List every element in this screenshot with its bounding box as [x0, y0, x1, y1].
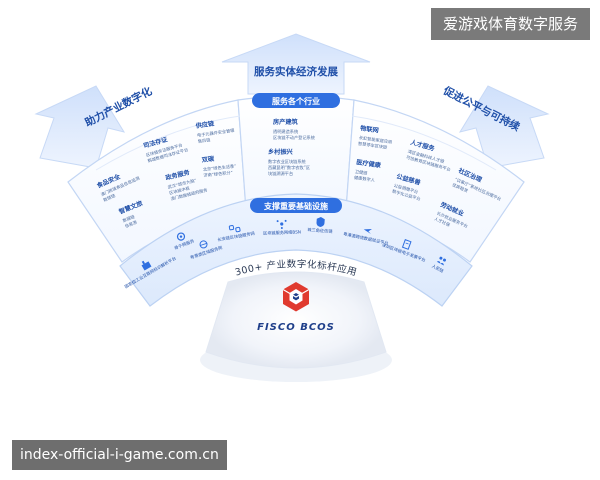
industry-wisdom-line-2: 信易游 [124, 218, 139, 230]
chain-icon [228, 224, 241, 233]
industry-medical-line-2: 健康数字人 [354, 174, 377, 184]
industry-item-estate: 房产建筑 透明建造系统 区块链不动产登记系统 [272, 118, 315, 141]
industry-carbon-line-2: 济南“绿色积分” [203, 169, 233, 179]
infra-label-4: 区块链服务网络BSN [263, 228, 301, 236]
infra-title-pill [250, 198, 342, 213]
arrow-center-label: 服务实体经济发展 [254, 65, 338, 78]
infra-item-4: 区块链服务网络BSN [263, 219, 301, 237]
globe-icon [199, 240, 208, 249]
industry-carbon-title: 双碳 [200, 155, 215, 164]
fisco-cube-icon [282, 282, 310, 312]
industry-sector: 服务各个行业 [67, 93, 525, 263]
industry-iot-line-1: 长虹智能家居应用 [358, 134, 392, 146]
industry-item-medical: 医疗健康 卫健链 健康数字人 [354, 158, 383, 184]
factory-icon [141, 260, 152, 271]
arrow-center: 服务实体经济发展 [221, 33, 371, 95]
industry-rural-title: 乡村振兴 [268, 148, 294, 156]
industry-rural-line-2: 西藏昆明“数字农牧”区 [268, 164, 310, 171]
plane-icon [363, 229, 372, 234]
industry-iot-line-2: 智慧停车区块链 [358, 140, 389, 151]
industry-iot-title: 物联网 [360, 124, 379, 135]
people-icon [436, 256, 446, 266]
shield-icon [316, 217, 325, 228]
industry-item-carbon: 双碳 北京“绿色生活季” 济南“绿色积分” [200, 155, 236, 179]
industry-rural-line-3: 块链溯源平台 [268, 170, 293, 177]
industry-supply-title: 供应链 [194, 119, 215, 130]
watermark-top-right: 爱游戏体育数字服务 [430, 8, 590, 40]
infra-item-5: 珠三角征信链 [307, 217, 334, 235]
industry-medical-line-1: 卫健链 [354, 168, 368, 177]
industry-rural-line-1: 数字农业区块链系统 [268, 158, 306, 165]
hub-icon [276, 219, 287, 230]
industry-title: 服务各个行业 [272, 96, 320, 106]
industry-title-pill [252, 93, 340, 108]
industry-item-iot: 物联网 长虹智能家居应用 智慧停车区块链 [358, 124, 393, 151]
industry-medical-title: 医疗健康 [356, 158, 382, 169]
industry-supply-line-2: 售后链 [197, 136, 211, 145]
logo-text: FISCO BCOS [257, 322, 335, 333]
industry-item-rural: 乡村振兴 数字农业区块链系统 西藏昆明“数字农牧”区 块链溯源平台 [268, 148, 310, 177]
infra-title: 支撑重要基础设施 [263, 201, 328, 211]
industry-estate-line-2: 区块链不动产登记系统 [273, 134, 315, 141]
infra-label-5: 珠三角征信链 [307, 226, 333, 235]
watermark-bottom-left: index-official-i-game.com.cn [12, 440, 227, 470]
industry-estate-title: 房产建筑 [272, 118, 299, 126]
industry-wisdom-line-1: 数据链 [121, 213, 136, 225]
industry-estate-line-1: 透明建造系统 [273, 128, 298, 135]
invoice-icon [401, 239, 412, 250]
infra-sector: 支撑重要基础设施 [119, 193, 473, 307]
pedestal [200, 271, 392, 382]
industry-carbon-line-1: 北京“绿色生活季” [202, 162, 236, 172]
network-icon [176, 232, 186, 241]
industry-food-line-2: 数链链 [102, 192, 117, 204]
